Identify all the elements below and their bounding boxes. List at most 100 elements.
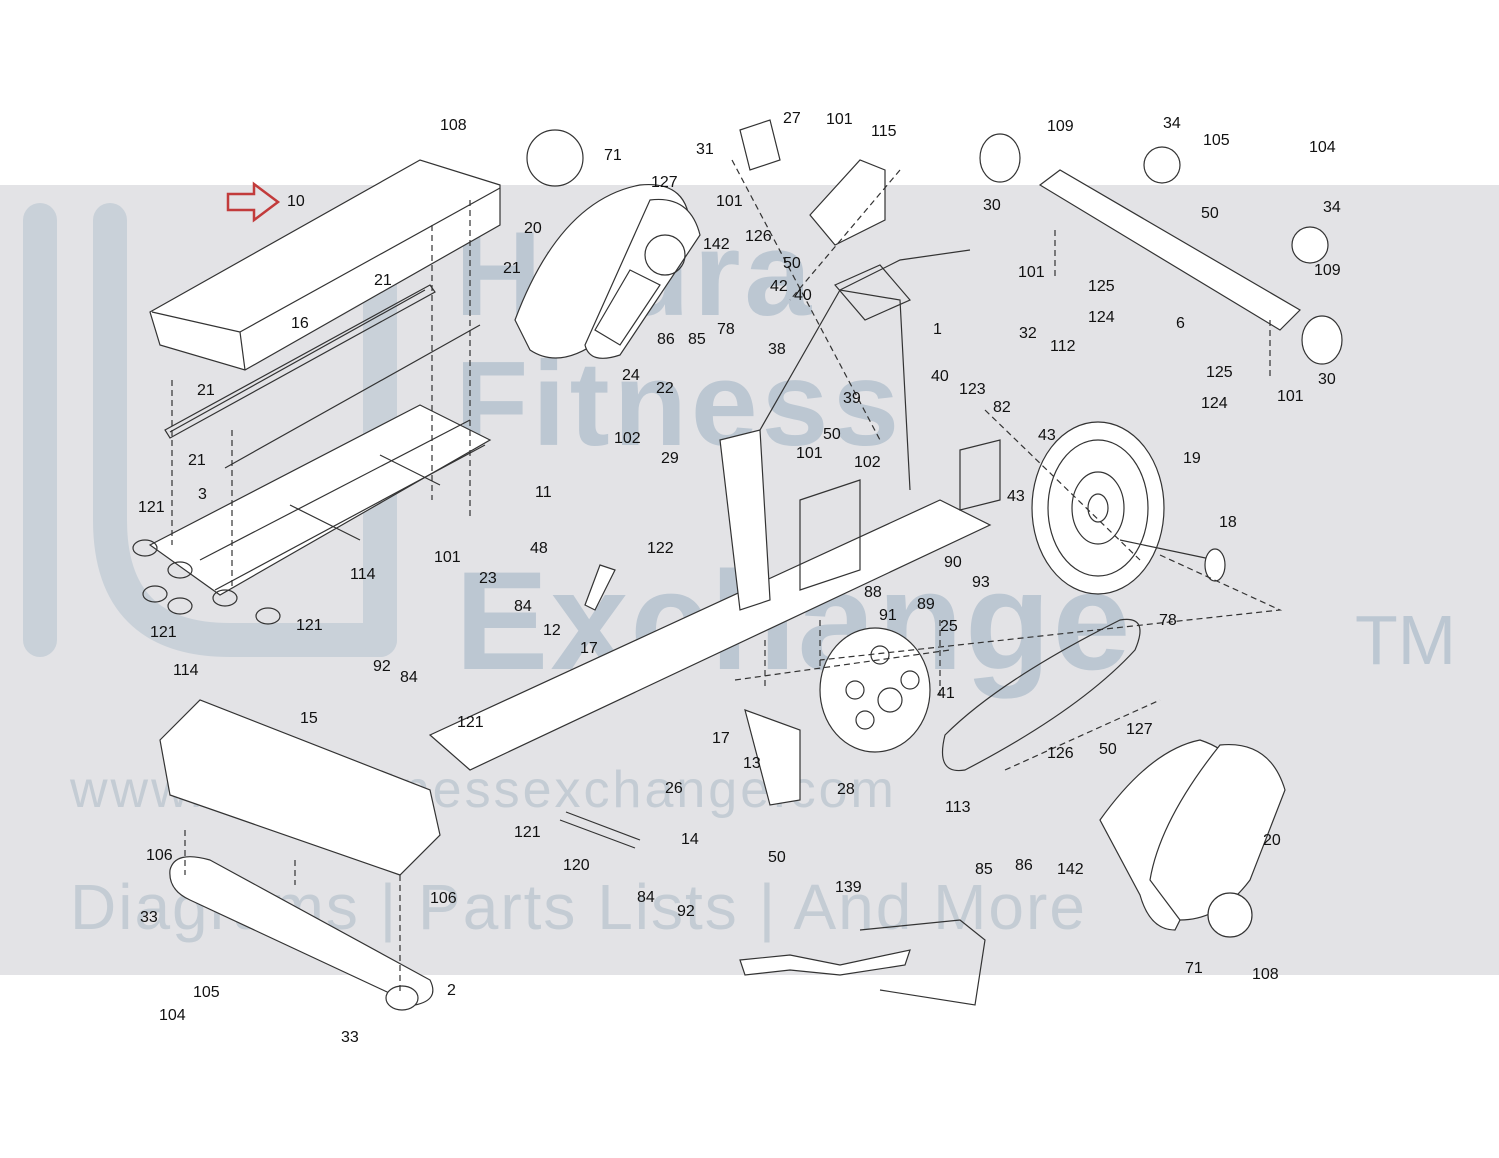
part-number-22: 22 (656, 380, 674, 397)
part-number-124: 124 (1201, 395, 1228, 412)
part-number-33: 33 (140, 909, 158, 926)
part-number-34: 34 (1163, 115, 1181, 132)
part-number-40: 40 (794, 287, 812, 304)
part-number-10: 10 (287, 193, 305, 210)
part-number-93: 93 (972, 574, 990, 591)
part-number-71: 71 (1185, 960, 1203, 977)
seat-assembly (149, 159, 501, 469)
part-number-19: 19 (1183, 450, 1201, 467)
crank-arms (559, 564, 801, 849)
console-bracket (739, 119, 886, 246)
part-number-43: 43 (1038, 427, 1056, 444)
part-number-26: 26 (665, 780, 683, 797)
part-number-27: 27 (783, 110, 801, 127)
part-number-11: 11 (535, 484, 552, 501)
fan-flywheel (1031, 421, 1226, 595)
part-number-33: 33 (341, 1029, 359, 1046)
part-number-50: 50 (783, 255, 801, 272)
part-number-50: 50 (1099, 741, 1117, 758)
part-number-32: 32 (1019, 325, 1037, 342)
part-number-89: 89 (917, 596, 935, 613)
part-number-101: 101 (796, 445, 823, 462)
part-number-48: 48 (530, 540, 548, 557)
part-number-78: 78 (717, 321, 735, 338)
part-number-125: 125 (1088, 278, 1115, 295)
seat-rail-frame (132, 404, 492, 625)
part-number-50: 50 (768, 849, 786, 866)
part-number-124: 124 (1088, 309, 1115, 326)
part-number-126: 126 (745, 228, 772, 245)
part-number-30: 30 (983, 197, 1001, 214)
part-number-17: 17 (580, 640, 598, 657)
part-number-142: 142 (703, 236, 730, 253)
part-number-84: 84 (400, 669, 418, 686)
part-number-127: 127 (651, 174, 678, 191)
part-number-82: 82 (993, 399, 1011, 416)
part-number-104: 104 (159, 1007, 186, 1024)
part-number-85: 85 (688, 331, 706, 348)
part-number-121: 121 (150, 624, 177, 641)
part-number-126: 126 (1047, 745, 1074, 762)
assembly-guide-lines (171, 159, 1283, 995)
part-number-101: 101 (1018, 264, 1045, 281)
part-number-101: 101 (716, 193, 743, 210)
cover-disc-top (526, 129, 584, 187)
part-number-84: 84 (637, 889, 655, 906)
part-number-90: 90 (944, 554, 962, 571)
part-number-28: 28 (837, 781, 855, 798)
part-number-50: 50 (823, 426, 841, 443)
part-number-16: 16 (291, 315, 309, 332)
part-number-104: 104 (1309, 139, 1336, 156)
part-number-71: 71 (604, 147, 622, 164)
part-number-92: 92 (677, 903, 695, 920)
part-number-106: 106 (146, 847, 173, 864)
part-number-18: 18 (1219, 514, 1237, 531)
part-number-20: 20 (1263, 832, 1281, 849)
part-number-125: 125 (1206, 364, 1233, 381)
part-number-121: 121 (514, 824, 541, 841)
part-number-86: 86 (1015, 857, 1033, 874)
watermark-line-2: Fitness (455, 337, 904, 471)
part-number-108: 108 (440, 117, 467, 134)
part-number-13: 13 (743, 755, 761, 772)
part-number-1: 1 (933, 321, 942, 338)
front-pedal-stabilizer (159, 699, 441, 1011)
part-number-139: 139 (835, 879, 862, 896)
part-number-14: 14 (681, 831, 699, 848)
part-number-29: 29 (661, 450, 679, 467)
part-number-43: 43 (1007, 488, 1025, 505)
part-number-114: 114 (173, 662, 199, 679)
part-number-40: 40 (931, 368, 949, 385)
part-number-15: 15 (300, 710, 318, 727)
part-number-91: 91 (879, 607, 897, 624)
part-number-38: 38 (768, 341, 786, 358)
part-number-92: 92 (373, 658, 391, 675)
part-number-20: 20 (524, 220, 542, 237)
part-number-88: 88 (864, 584, 882, 601)
part-number-109: 109 (1314, 262, 1341, 279)
part-number-101: 101 (434, 549, 461, 566)
part-number-21: 21 (374, 272, 392, 289)
part-number-21: 21 (197, 382, 215, 399)
part-number-115: 115 (871, 123, 897, 140)
part-number-21: 21 (503, 260, 521, 277)
part-number-102: 102 (854, 454, 881, 471)
part-number-12: 12 (543, 622, 561, 639)
part-number-31: 31 (696, 141, 714, 158)
part-number-121: 121 (138, 499, 165, 516)
right-arrow-icon (226, 181, 281, 223)
part-number-23: 23 (479, 570, 497, 587)
part-number-41: 41 (937, 685, 955, 702)
part-number-121: 121 (457, 714, 484, 731)
part-number-101: 101 (826, 111, 853, 128)
drive-pulley (819, 618, 1141, 772)
part-number-114: 114 (350, 566, 376, 583)
part-number-24: 24 (622, 367, 640, 384)
chain-guard-upper (514, 183, 701, 359)
part-number-39: 39 (843, 390, 861, 407)
part-number-78: 78 (1159, 612, 1177, 629)
part-number-17: 17 (712, 730, 730, 747)
part-number-30: 30 (1318, 371, 1336, 388)
part-number-6: 6 (1176, 315, 1185, 332)
